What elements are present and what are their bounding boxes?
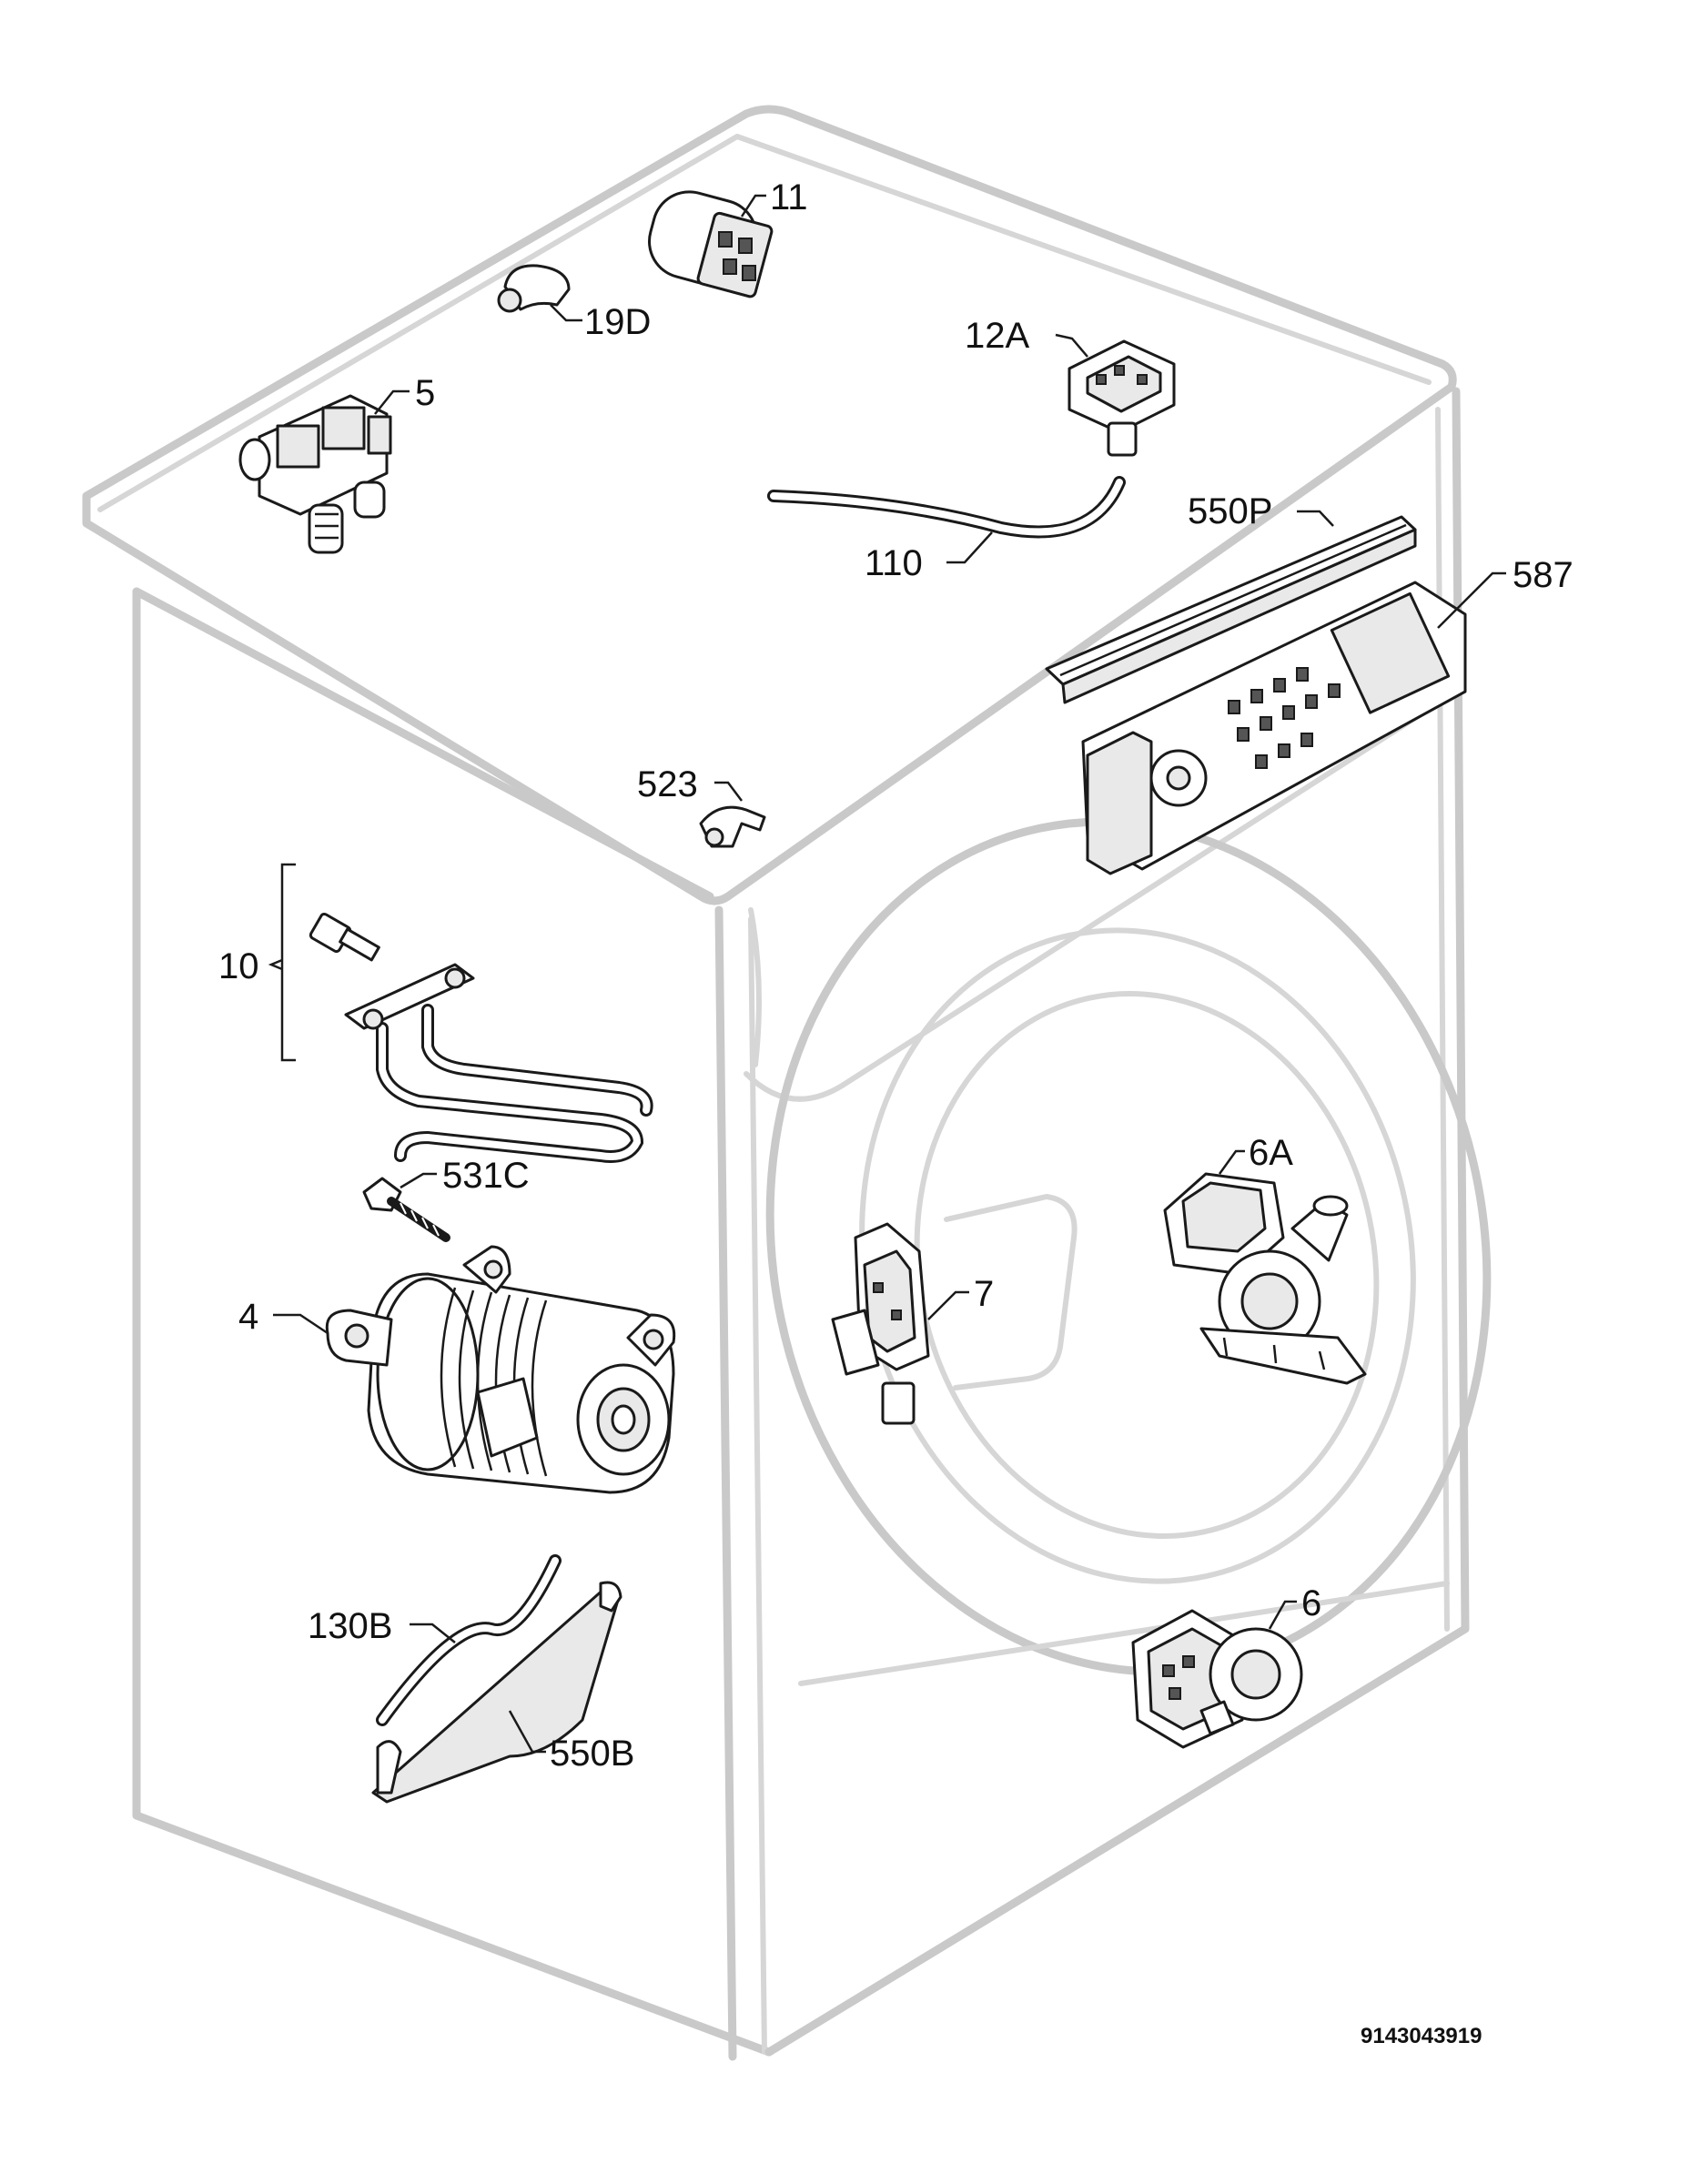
label-130B: 130B [308, 1606, 392, 1646]
label-5: 5 [415, 373, 435, 413]
part-587-electronic-board [1081, 581, 1467, 875]
part-4-motor [325, 1245, 676, 1494]
label-531C: 531C [442, 1156, 530, 1196]
leader-4 [273, 1313, 329, 1335]
bracket-10 [268, 863, 296, 1062]
leader-523 [714, 781, 743, 802]
leader-587 [1437, 571, 1506, 629]
part-550B-cover-plate [371, 1581, 622, 1804]
part-6-drain-pump [1131, 1609, 1303, 1749]
label-4: 4 [238, 1297, 258, 1337]
leader-550B [508, 1710, 546, 1754]
leader-6A [1218, 1149, 1245, 1175]
part-10-heater-sensor [309, 912, 380, 962]
leader-110 [946, 531, 993, 564]
leader-19D [550, 304, 582, 322]
label-10: 10 [218, 946, 259, 986]
label-7: 7 [974, 1274, 994, 1314]
part-531C-screw [362, 1177, 450, 1242]
label-19D: 19D [584, 302, 651, 342]
part-11-filter [648, 190, 774, 298]
part-7-door-lock [831, 1222, 930, 1425]
label-6: 6 [1301, 1583, 1321, 1623]
part-10-heating-element [344, 963, 653, 1163]
leader-7 [927, 1290, 969, 1320]
part-12A-pressure-switch [1068, 339, 1176, 457]
leader-11 [740, 194, 766, 217]
label-550B: 550B [550, 1734, 634, 1774]
part-6A-drain-pump [1163, 1172, 1367, 1385]
leader-5 [374, 389, 410, 415]
leader-531C [400, 1172, 437, 1189]
label-6A: 6A [1249, 1133, 1293, 1173]
leader-130B [410, 1623, 456, 1643]
label-587: 587 [1513, 555, 1574, 595]
leader-550P [1297, 510, 1334, 527]
part-110-hose [767, 476, 1126, 539]
diagram-code: 9143043919 [1361, 2024, 1482, 2048]
part-130B-seal-strip [376, 1554, 562, 1726]
leader-6 [1268, 1600, 1297, 1630]
cabinet-outline [82, 105, 1492, 2061]
label-550P: 550P [1188, 491, 1272, 531]
part-19D-clip [497, 264, 571, 313]
label-12A: 12A [965, 316, 1029, 356]
part-5-inlet-valve [238, 394, 392, 554]
label-523: 523 [637, 764, 698, 804]
leader-12A [1055, 333, 1088, 358]
part-550P-panel-strip [1045, 515, 1417, 704]
label-110: 110 [865, 543, 923, 583]
part-523-clip [699, 805, 766, 848]
label-11: 11 [770, 177, 808, 217]
